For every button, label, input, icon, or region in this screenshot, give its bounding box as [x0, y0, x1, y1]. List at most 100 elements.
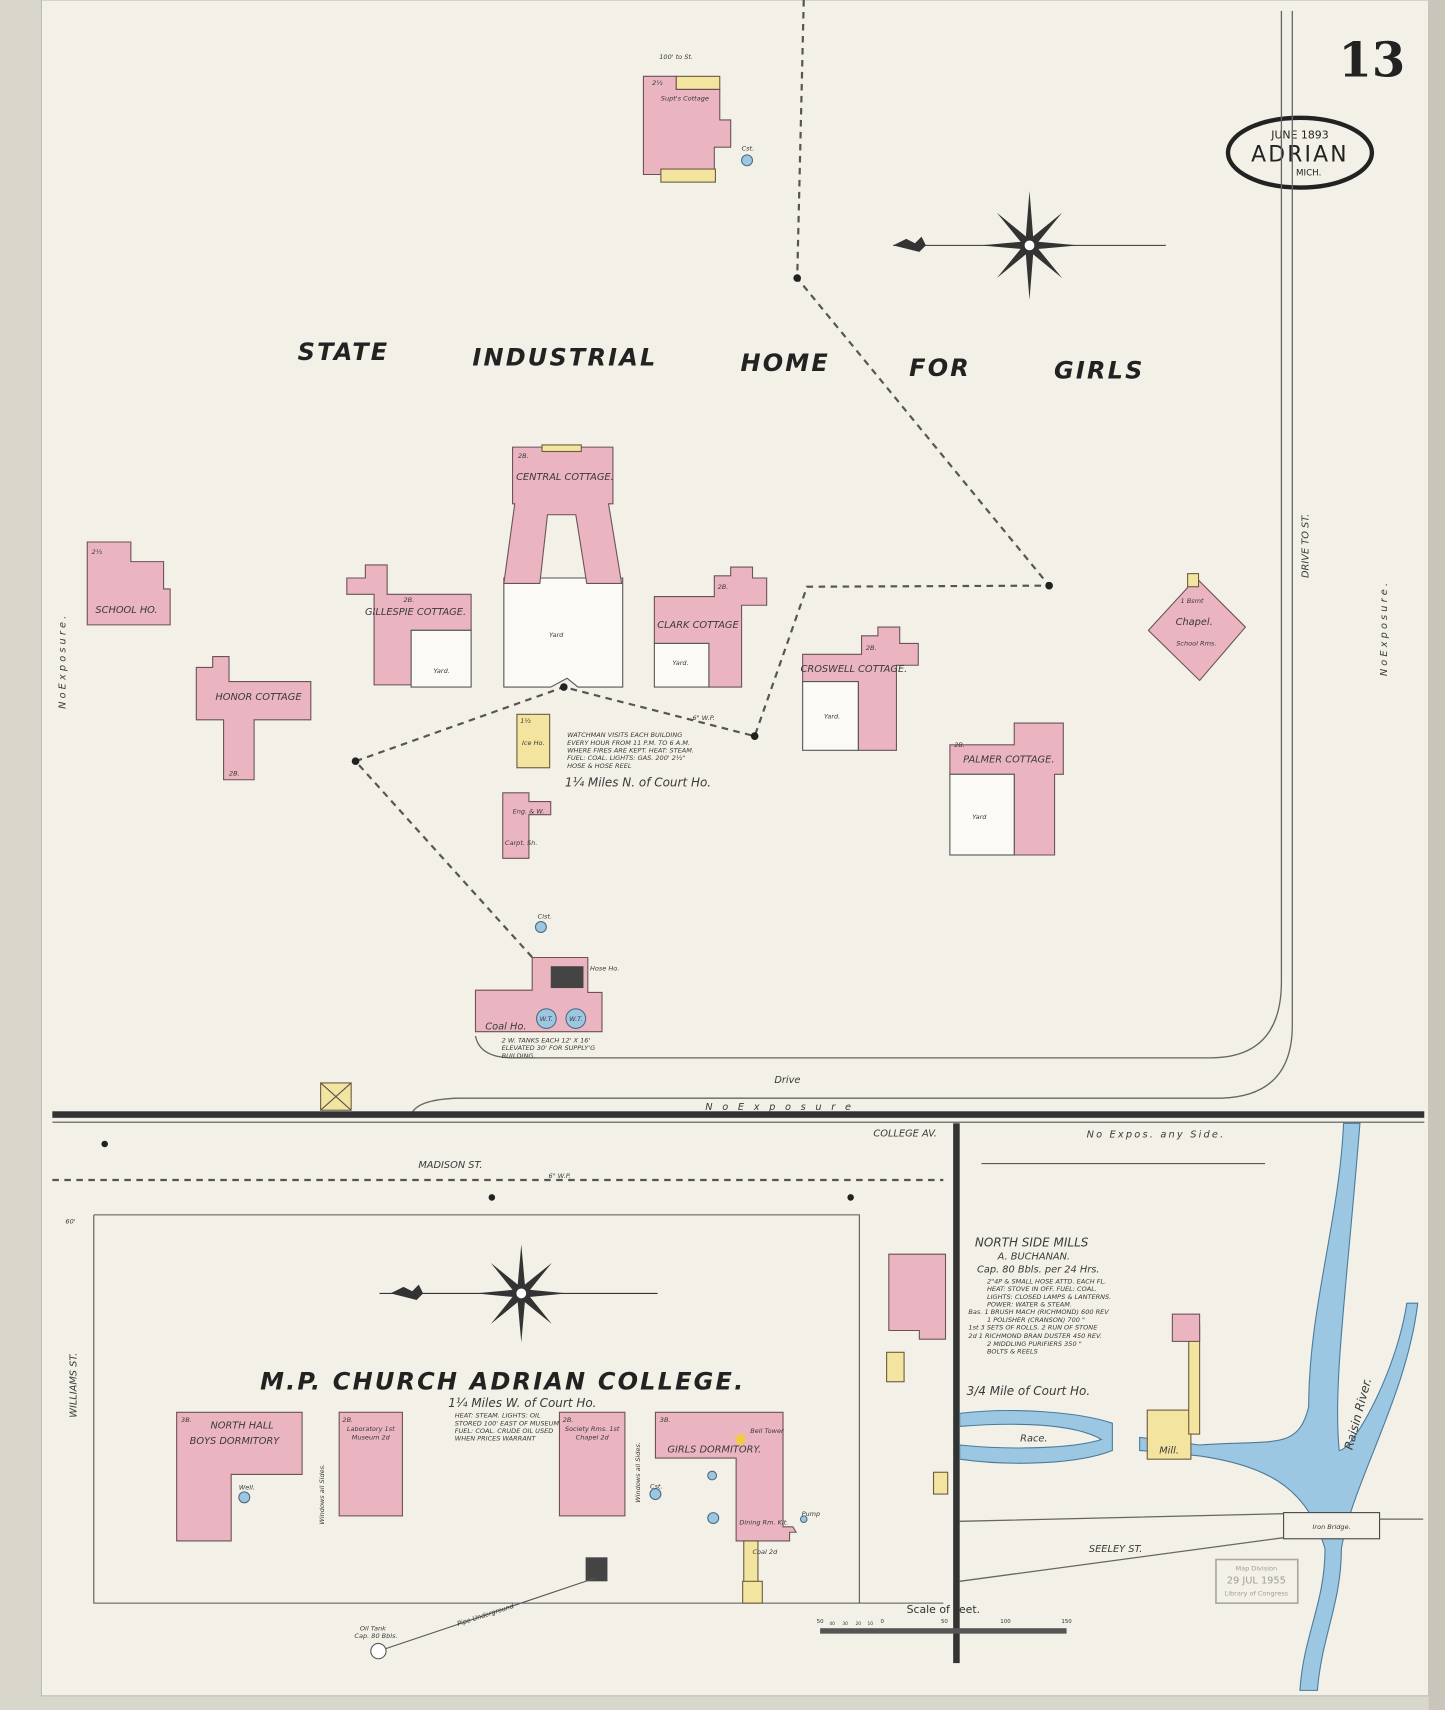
- svg-text:Yard.: Yard.: [434, 667, 450, 675]
- compass-rose-lower-icon: [379, 1244, 658, 1343]
- windows-note-right: Windows all Sides.: [634, 1442, 642, 1503]
- building-clark-cottage: 2B. CLARK COTTAGE Yard.: [653, 566, 768, 688]
- svg-text:Chapel.: Chapel.: [1176, 617, 1213, 628]
- drive-to-street-label: DRIVE TO ST.: [1301, 514, 1312, 578]
- no-exposure-left: N o E x p o s u r e .: [57, 616, 68, 709]
- svg-text:Map Division: Map Division: [1235, 1564, 1277, 1572]
- svg-text:LIGHTS: CLOSED LAMPS & LANTERN: LIGHTS: CLOSED LAMPS & LANTERNS.: [987, 1293, 1111, 1301]
- building-chapel-school-rooms: 1 Bsmt Chapel. School Rms.: [1147, 573, 1247, 682]
- svg-text:CENTRAL COTTAGE.: CENTRAL COTTAGE.: [516, 472, 614, 483]
- compass-rose-icon: [893, 190, 1166, 300]
- building-ice-house: 1½ Ice Ho.: [516, 713, 551, 769]
- railroad-line: [52, 1111, 1425, 1118]
- svg-text:30: 30: [842, 1621, 848, 1627]
- title-word-girls: GIRLS: [1054, 356, 1145, 384]
- svg-text:10: 10: [867, 1621, 873, 1627]
- svg-text:2"4P & SMALL HOSE ATTD. EACH F: 2"4P & SMALL HOSE ATTD. EACH FL.: [987, 1278, 1106, 1286]
- binding-edge: [1428, 0, 1445, 1710]
- williams-st-label: WILLIAMS ST.: [68, 1353, 79, 1418]
- svg-text:1 Bsmt: 1 Bsmt: [1180, 597, 1203, 605]
- svg-text:40: 40: [829, 1621, 835, 1627]
- svg-text:Yard: Yard: [972, 813, 987, 821]
- college-note: HEAT: STEAM. LIGHTS: OIL STORED 100' EAS…: [455, 1412, 561, 1443]
- svg-text:Eng. & W.: Eng. & W.: [513, 808, 545, 816]
- building-engine-carpenter-shop: Eng. & W. Carpt. Sh.: [502, 792, 552, 859]
- svg-text:WHERE FIRES ARE KEPT. HEAT: ST: WHERE FIRES ARE KEPT. HEAT: STEAM.: [567, 746, 694, 754]
- svg-text:Yard.: Yard.: [672, 659, 688, 667]
- svg-text:2B.: 2B.: [342, 1416, 353, 1424]
- svg-text:NORTH SIDE MILLS: NORTH SIDE MILLS: [975, 1236, 1089, 1250]
- svg-text:Dining Rm. Kit.: Dining Rm. Kit.: [739, 1519, 788, 1527]
- windows-note-left: Windows all Sides.: [318, 1464, 326, 1525]
- svg-text:Mill.: Mill.: [1159, 1446, 1179, 1457]
- svg-text:Coal 2d: Coal 2d: [752, 1548, 778, 1556]
- building-school-house: 2½ SCHOOL HO.: [86, 541, 171, 626]
- svg-text:2d 1 RICHMOND BRAN DUSTER 450: 2d 1 RICHMOND BRAN DUSTER 450 REV.: [968, 1332, 1101, 1340]
- raisin-river: Raisin River. Race.: [959, 1122, 1419, 1691]
- building-mill: Mill.: [1146, 1313, 1201, 1460]
- svg-text:BOYS DORMITORY: BOYS DORMITORY: [190, 1436, 281, 1447]
- svg-text:Well.: Well.: [239, 1484, 255, 1492]
- svg-text:100: 100: [1000, 1619, 1011, 1625]
- drive-road-outer: [411, 10, 1293, 1113]
- svg-text:SCHOOL HO.: SCHOOL HO.: [95, 605, 157, 616]
- svg-text:Cap. 80 Bbls. per 24 Hrs.: Cap. 80 Bbls. per 24 Hrs.: [977, 1265, 1099, 1276]
- svg-text:Library of Congress: Library of Congress: [1225, 1589, 1289, 1597]
- svg-text:150: 150: [1061, 1619, 1072, 1625]
- svg-text:Race.: Race.: [1020, 1434, 1047, 1445]
- svg-text:Coal Ho.: Coal Ho.: [485, 1021, 526, 1032]
- svg-text:2B.: 2B.: [229, 769, 240, 777]
- svg-text:GIRLS DORMITORY.: GIRLS DORMITORY.: [667, 1445, 761, 1456]
- mills-description: NORTH SIDE MILLS A. BUCHANAN. Cap. 80 Bb…: [968, 1236, 1111, 1356]
- building-palmer-cottage: 2B. PALMER COTTAGE. Yard: [949, 722, 1064, 856]
- svg-text:Scale of Feet.: Scale of Feet.: [907, 1603, 981, 1616]
- svg-text:2B.: 2B.: [404, 596, 415, 604]
- svg-text:2½: 2½: [92, 548, 103, 556]
- college-title: M.P. CHURCH ADRIAN COLLEGE.: [260, 1367, 745, 1395]
- svg-text:School Rms.: School Rms.: [1176, 640, 1216, 648]
- water-pipe-label: 6" W.P.: [693, 714, 715, 722]
- drive-road-inner: [474, 10, 1283, 1059]
- svg-text:2B.: 2B.: [954, 741, 965, 749]
- svg-text:Society Rms. 1st: Society Rms. 1st: [565, 1425, 620, 1433]
- svg-text:PALMER COTTAGE.: PALMER COTTAGE.: [963, 754, 1054, 765]
- scale-of-feet: Scale of Feet. 50 40 30 20 10 0 50 100 1…: [817, 1603, 1072, 1634]
- madison-st-label: MADISON ST.: [418, 1160, 482, 1171]
- college-distance: 1¼ Miles W. of Court Ho.: [448, 1396, 596, 1410]
- svg-text:HOSE & HOSE REEL: HOSE & HOSE REEL: [567, 762, 632, 770]
- svg-text:BOLTS & REELS: BOLTS & REELS: [987, 1347, 1038, 1355]
- drive-label: Drive: [774, 1075, 800, 1086]
- svg-text:STORED 100' EAST OF MUSEUM.: STORED 100' EAST OF MUSEUM.: [455, 1419, 561, 1427]
- building-laboratory-museum: 2B. Laboratory 1st Museum 2d: [338, 1411, 403, 1517]
- svg-text:W.T.: W.T.: [540, 1015, 553, 1023]
- svg-text:BUILDING.: BUILDING.: [502, 1052, 536, 1060]
- svg-text:1st 3 SETS OF ROLLS. 2 RUN OF: 1st 3 SETS OF ROLLS. 2 RUN OF STONE: [968, 1323, 1098, 1331]
- title-word-home: HOME: [740, 349, 829, 377]
- svg-text:NORTH HALL: NORTH HALL: [210, 1421, 273, 1432]
- svg-text:Cst.: Cst.: [742, 144, 755, 152]
- svg-text:FUEL: COAL. CRUDE OIL USED: FUEL: COAL. CRUDE OIL USED: [455, 1427, 554, 1435]
- svg-text:WATCHMAN VISITS EACH BUILDING: WATCHMAN VISITS EACH BUILDING: [567, 731, 682, 739]
- svg-text:0: 0: [881, 1619, 885, 1625]
- svg-text:EVERY HOUR FROM 11 P.M. TO 6 A: EVERY HOUR FROM 11 P.M. TO 6 A.M.: [567, 739, 690, 747]
- college-lot-outline: [93, 1214, 944, 1604]
- small-frame-shed: [320, 1082, 352, 1111]
- svg-text:Oil Tank: Oil Tank: [360, 1624, 386, 1632]
- watchman-stations: [351, 274, 1053, 766]
- svg-text:3B.: 3B.: [660, 1416, 671, 1424]
- svg-text:2B.: 2B.: [718, 583, 729, 591]
- svg-text:Yard: Yard: [549, 631, 564, 639]
- svg-text:FUEL: COAL. LIGHTS: GAS. 200': FUEL: COAL. LIGHTS: GAS. 200' 2½": [567, 754, 685, 762]
- college-av-label: COLLEGE AV.: [873, 1128, 936, 1139]
- watchman-note: WATCHMAN VISITS EACH BUILDING EVERY HOUR…: [567, 731, 694, 770]
- small-buildings-college-av: [886, 1253, 949, 1495]
- hydrants: [101, 1140, 854, 1201]
- svg-text:50: 50: [817, 1619, 824, 1625]
- library-of-congress-stamp: Map Division 29 JUL 1955 Library of Cong…: [1215, 1558, 1299, 1604]
- svg-text:2B.: 2B.: [866, 644, 877, 652]
- svg-text:A. BUCHANAN.: A. BUCHANAN.: [997, 1252, 1070, 1263]
- title-word-state: STATE: [298, 338, 390, 366]
- svg-text:Supt's Cottage: Supt's Cottage: [661, 94, 709, 102]
- svg-text:Cst.: Cst.: [650, 1483, 663, 1491]
